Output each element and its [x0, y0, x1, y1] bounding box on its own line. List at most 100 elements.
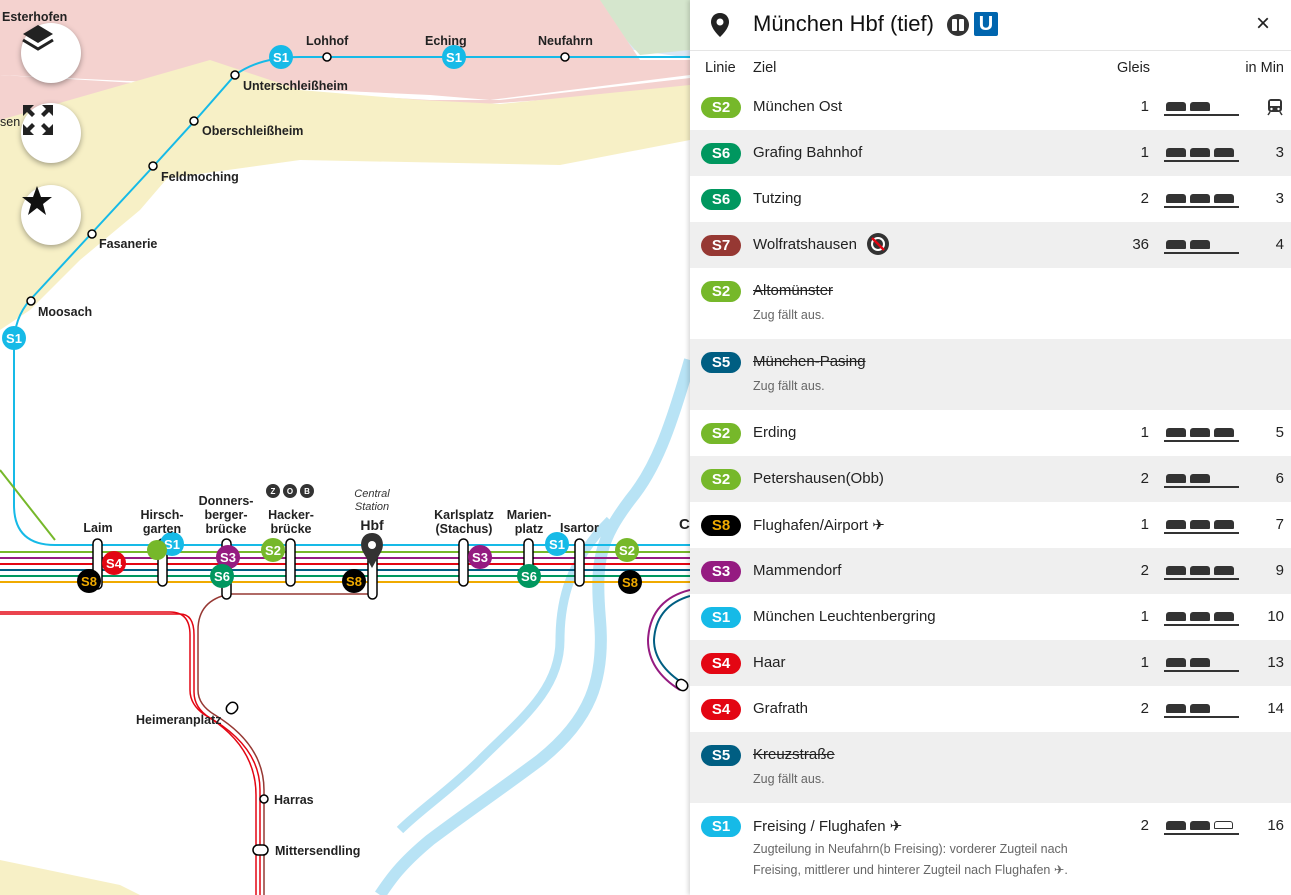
- station-moosach[interactable]: Moosach: [38, 305, 93, 319]
- station-karlsplatz[interactable]: Karlsplatz (Stachus): [434, 508, 494, 536]
- train-car: [1214, 566, 1234, 575]
- minutes-until-departure: 7: [1275, 516, 1284, 533]
- destination: Grafrath: [753, 700, 809, 717]
- fullscreen-button[interactable]: [21, 103, 81, 163]
- line-badge: S5: [701, 745, 741, 766]
- layers-button[interactable]: [21, 23, 81, 83]
- station-mittersendling[interactable]: Mittersendling: [275, 844, 361, 858]
- svg-text:Z: Z: [271, 487, 276, 496]
- station-hackerbruecke[interactable]: Hacker- brücke: [268, 508, 314, 536]
- station-marienplatz[interactable]: Marien- platz: [506, 508, 552, 536]
- col-destination: Ziel: [753, 60, 777, 76]
- train-length-icon: [1164, 424, 1239, 442]
- svg-text:S8: S8: [81, 574, 97, 589]
- destination: Petershausen(Obb): [753, 470, 884, 487]
- train-car: [1166, 474, 1186, 483]
- svg-text:S8: S8: [346, 574, 362, 589]
- destination: München-Pasing: [753, 353, 866, 370]
- platform: 1: [1140, 516, 1149, 533]
- train-car: [1190, 194, 1210, 203]
- station-sen[interactable]: sen: [0, 115, 21, 129]
- station-hirschgarten[interactable]: Hirsch- garten: [140, 508, 184, 536]
- station-heimeranplatz[interactable]: Heimeranplatz: [136, 713, 222, 727]
- platform: 36: [1132, 236, 1149, 253]
- network-map[interactable]: Z O B S1 S1 S1 S1 S8 S4 S3 S6 S2 S8 S3 S…: [0, 0, 690, 895]
- train-length-icon: [1164, 700, 1239, 718]
- train-car: [1214, 520, 1234, 529]
- train-car: [1166, 612, 1186, 621]
- destination: Wolfratshausen: [753, 236, 857, 253]
- station-hbf-subtitle: Central Station: [354, 488, 390, 513]
- station-oberschleissheim[interactable]: Oberschleißheim: [202, 124, 304, 138]
- station-fasanerie[interactable]: Fasanerie: [99, 237, 158, 251]
- destination: München Ost: [753, 98, 843, 115]
- favorites-button[interactable]: [21, 185, 81, 245]
- station-neufahrn[interactable]: Neufahrn: [538, 34, 593, 48]
- station-hbf[interactable]: Hbf: [360, 517, 384, 533]
- minutes-until-departure: 14: [1267, 700, 1284, 717]
- train-car: [1190, 428, 1210, 437]
- svg-text:S1: S1: [6, 331, 22, 346]
- panel-header: München Hbf (tief) U ×: [690, 0, 1291, 51]
- station-lohhof[interactable]: Lohhof: [306, 34, 349, 48]
- train-rail: [1164, 670, 1239, 672]
- svg-text:S1: S1: [273, 50, 289, 65]
- minutes-until-departure: 13: [1267, 654, 1284, 671]
- station-esterhofen[interactable]: Esterhofen: [2, 10, 68, 24]
- station-laim[interactable]: Laim: [83, 521, 113, 535]
- line-badge: S2: [701, 423, 741, 444]
- line-badge: S3: [701, 561, 741, 582]
- train-rail: [1164, 624, 1239, 626]
- station-isartor[interactable]: Isartor: [560, 521, 599, 535]
- platform: 2: [1140, 190, 1149, 207]
- train-length-icon: [1164, 144, 1239, 162]
- train-rail: [1164, 440, 1239, 442]
- platform: 1: [1140, 98, 1149, 115]
- station-eching[interactable]: Eching: [425, 34, 467, 48]
- col-line: Linie: [705, 60, 736, 76]
- minutes-until-departure: 6: [1275, 470, 1284, 487]
- train-car: [1190, 520, 1210, 529]
- station-unterschleissheim[interactable]: Unterschleißheim: [243, 79, 348, 93]
- svg-text:S1: S1: [549, 537, 565, 552]
- svg-text:S3: S3: [220, 550, 236, 565]
- train-length-icon: [1164, 562, 1239, 580]
- station-harras[interactable]: Harras: [274, 793, 314, 807]
- train-car: [1166, 428, 1186, 437]
- close-button[interactable]: ×: [1256, 10, 1271, 37]
- platform: 1: [1140, 144, 1149, 161]
- expand-icon: [23, 105, 53, 135]
- train-car: [1190, 704, 1210, 713]
- minutes-until-departure: 5: [1275, 424, 1284, 441]
- cancellation-note: Zug fällt aus.: [753, 772, 825, 786]
- platform: 1: [1140, 608, 1149, 625]
- station-feldmoching[interactable]: Feldmoching: [161, 170, 239, 184]
- platform: 2: [1140, 470, 1149, 487]
- station-title: München Hbf (tief): [753, 11, 934, 36]
- train-car: [1166, 194, 1186, 203]
- line-badge: S6: [701, 189, 741, 210]
- line-badge: S4: [701, 699, 741, 720]
- column-header: Linie Ziel Gleis in Min: [690, 51, 1291, 84]
- svg-text:S1: S1: [446, 50, 462, 65]
- station-cut-c[interactable]: C: [679, 516, 690, 533]
- svg-text:S2: S2: [619, 543, 635, 558]
- station-donnersbergerbruecke[interactable]: Donners- berger- brücke: [198, 494, 254, 536]
- train-car: [1190, 148, 1210, 157]
- train-car: [1190, 102, 1210, 111]
